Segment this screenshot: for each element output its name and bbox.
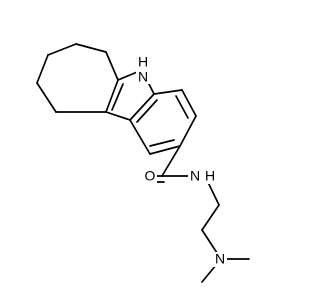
bond: [105, 79, 119, 113]
bond: [75, 43, 107, 53]
indole-hydrogen-label: H: [138, 54, 148, 70]
carbonyl-oxygen-label: O: [145, 168, 156, 184]
bond: [129, 93, 155, 121]
structure-diagram: H N O N H N: [36, 43, 250, 283]
atom-labels: H N O N H N: [136, 54, 227, 267]
molecule-canvas: H N O N H N: [36, 43, 250, 283]
bond: [111, 83, 124, 111]
bond: [181, 89, 197, 117]
benzene-ring: [129, 89, 197, 155]
bond: [149, 145, 181, 155]
label-mask: [143, 169, 157, 184]
label-mask: [136, 57, 150, 70]
cycloheptane-ring: [36, 43, 119, 113]
label-mask: [136, 70, 150, 84]
label-mask: [213, 252, 227, 267]
bond: [105, 51, 119, 81]
bond: [179, 115, 197, 147]
bond: [161, 145, 181, 177]
bond: [105, 111, 131, 121]
bond: [36, 54, 49, 84]
indole-nitrogen-label: N: [138, 69, 148, 85]
amine-nitrogen-label: N: [215, 251, 225, 267]
label-mask: [203, 169, 217, 184]
bond: [47, 43, 77, 56]
bond: [201, 204, 220, 231]
bond: [129, 119, 151, 155]
bond: [153, 89, 183, 95]
amide-side-chain: [143, 145, 250, 283]
amide-nitrogen-label: N: [190, 168, 200, 184]
bond: [136, 99, 158, 123]
bond: [36, 82, 57, 113]
bond: [175, 95, 189, 119]
amide-hydrogen-label: H: [205, 168, 215, 184]
label-mask: [188, 169, 202, 184]
bond: [149, 139, 175, 147]
